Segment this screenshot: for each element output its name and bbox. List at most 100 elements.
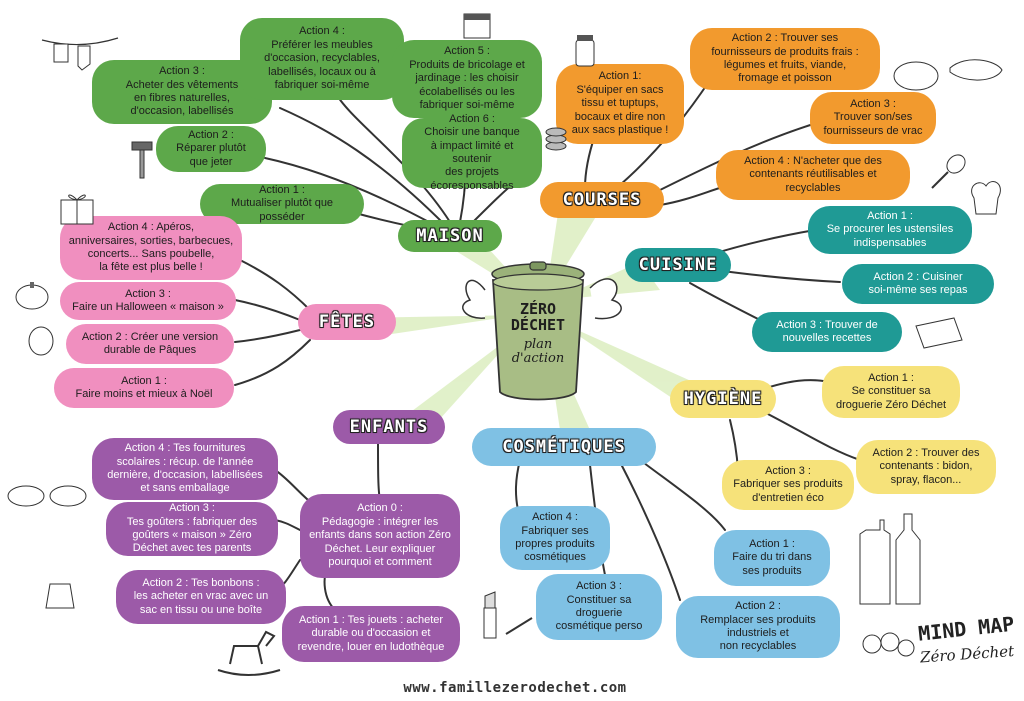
maison-action-4-text: Action 4 : Préférer les meubles d'occasi… [264, 25, 380, 92]
cosmetiques-action-2[interactable]: Action 2 : Remplacer ses produits indust… [676, 596, 840, 658]
enfants-action-2-text: Action 2 : Tes bonbons : les acheter en … [133, 576, 269, 616]
arm-fetes-3 [234, 299, 301, 321]
arm-fetes-2 [234, 329, 301, 343]
cosmetiques-action-3[interactable]: Action 3 : Constituer sa droguerie cosmé… [536, 574, 662, 640]
website-link[interactable]: www.famillezerodechet.com [403, 680, 627, 696]
center-subtitle: plan d'action [500, 338, 576, 365]
category-hygiene-label: HYGIÈNE [683, 389, 763, 409]
center-title-line1: ZÉRO [519, 300, 557, 318]
whisk-icon [931, 154, 966, 189]
clothesline-icon [41, 37, 119, 71]
pumpkin-icon [15, 282, 49, 310]
fetes-action-2[interactable]: Action 2 : Créer une version durable de … [66, 324, 234, 364]
enfants-action-4[interactable]: Action 4 : Tes fournitures scolaires : r… [92, 438, 278, 500]
hygiene-action-3-text: Action 3 : Fabriquer ses produits d'entr… [733, 464, 843, 504]
center-title-line2: DÉCHET [510, 315, 566, 334]
category-cosmetiques[interactable]: COSMÉTIQUES [472, 428, 656, 466]
gift-icon [60, 194, 94, 225]
fetes-action-2-text: Action 2 : Créer une version durable de … [81, 330, 219, 356]
cosmetiques-action-1[interactable]: Action 1 : Faire du tri dans ses produit… [714, 530, 830, 586]
fetes-action-1[interactable]: Action 1 : Faire moins et mieux à Noël [54, 368, 234, 408]
lipstick-icon [483, 591, 533, 639]
cosmetiques-action-1-text: Action 1 : Faire du tri dans ses produit… [732, 537, 812, 577]
courses-action-3-text: Action 3 : Trouver son/ses fournisseurs … [823, 97, 923, 137]
fetes-action-4-text: Action 4 : Apéros, anniversaires, sortie… [68, 221, 234, 274]
candy-bag-icon [45, 583, 75, 609]
fetes-action-4[interactable]: Action 4 : Apéros, anniversaires, sortie… [60, 216, 242, 280]
maison-action-1-text: Action 1 : Mutualiser plutôt que posséde… [230, 183, 334, 223]
trash-can-illustration [462, 261, 622, 401]
cookies-icon [7, 485, 87, 507]
fetes-action-3[interactable]: Action 3 : Faire un Halloween « maison » [60, 282, 236, 320]
maison-action-4[interactable]: Action 4 : Préférer les meubles d'occasi… [240, 18, 404, 100]
cuisine-action-1[interactable]: Action 1 : Se procurer les ustensiles in… [808, 206, 972, 254]
enfants-action-3[interactable]: Action 3 : Tes goûters : fabriquer des g… [106, 502, 278, 556]
hygiene-action-2[interactable]: Action 2 : Trouver des contenants : bido… [856, 440, 996, 494]
courses-action-2[interactable]: Action 2 : Trouver ses fournisseurs de p… [690, 28, 880, 90]
enfants-action-1[interactable]: Action 1 : Tes jouets : acheter durable … [282, 606, 460, 662]
enfants-action-4-text: Action 4 : Tes fournitures scolaires : r… [107, 442, 263, 495]
cosmetiques-action-4[interactable]: Action 4 : Fabriquer ses propres produit… [500, 506, 610, 570]
category-hygiene[interactable]: HYGIÈNE [670, 380, 776, 418]
maison-action-6-text: Action 6 : Choisir une banque à impact l… [424, 112, 520, 192]
hygiene-action-2-text: Action 2 : Trouver des contenants : bido… [872, 446, 980, 486]
center-title: ZÉRO DÉCHET [500, 300, 576, 334]
fresh-food-icon [893, 59, 1003, 91]
hygiene-action-1[interactable]: Action 1 : Se constituer sa droguerie Zé… [822, 366, 960, 418]
arm-cosmetiques-4 [514, 459, 521, 511]
cuisine-action-2[interactable]: Action 2 : Cuisiner soi-même ses repas [842, 264, 994, 304]
coins-icon [545, 127, 567, 151]
paint-pot-icon [463, 13, 491, 39]
center-subtitle-line1: plan [523, 337, 553, 352]
jar-icon [575, 35, 595, 67]
bottles-icon [859, 513, 921, 605]
courses-action-3[interactable]: Action 3 : Trouver son/ses fournisseurs … [810, 92, 936, 144]
courses-action-4[interactable]: Action 4 : N'acheter que des contenants … [716, 150, 910, 200]
maison-action-2[interactable]: Action 2 : Réparer plutôt que jeter [156, 126, 266, 172]
courses-action-1-text: Action 1: S'équiper en sacs tissu et tup… [571, 70, 669, 137]
category-fetes-label: FÊTES [318, 312, 376, 332]
category-maison[interactable]: MAISON [398, 220, 502, 252]
center-subtitle-line2: d'action [511, 350, 565, 366]
right-wing-icon [589, 278, 622, 320]
hygiene-action-3[interactable]: Action 3 : Fabriquer ses produits d'entr… [722, 460, 854, 510]
cosmetiques-action-2-text: Action 2 : Remplacer ses produits indust… [700, 600, 816, 653]
category-cosmetiques-label: COSMÉTIQUES [502, 437, 626, 457]
category-enfants-label: ENFANTS [349, 417, 429, 437]
arm-cosmetiques-2 [619, 461, 681, 601]
courses-action-1[interactable]: Action 1: S'équiper en sacs tissu et tup… [556, 64, 684, 144]
enfants-action-1-text: Action 1 : Tes jouets : acheter durable … [297, 613, 445, 653]
arm-hygiene-2 [759, 409, 861, 461]
enfants-action-2[interactable]: Action 2 : Tes bonbons : les acheter en … [116, 570, 286, 624]
category-maison-label: MAISON [416, 226, 484, 246]
enfants-action-0-text: Action 0 : Pédagogie : intégrer les enfa… [309, 502, 451, 569]
branch-arms [234, 79, 861, 611]
arm-maison-4 [334, 91, 451, 223]
cuisine-action-2-text: Action 2 : Cuisiner soi-même ses repas [868, 270, 968, 296]
enfants-action-0[interactable]: Action 0 : Pédagogie : intégrer les enfa… [300, 494, 460, 578]
family-icon [862, 632, 915, 657]
category-cuisine-label: CUISINE [638, 255, 718, 275]
cosmetiques-action-4-text: Action 4 : Fabriquer ses propres produit… [515, 511, 595, 564]
category-fetes[interactable]: FÊTES [298, 304, 396, 340]
fetes-action-1-text: Action 1 : Faire moins et mieux à Noël [75, 374, 213, 400]
maison-action-2-text: Action 2 : Réparer plutôt que jeter [176, 128, 246, 168]
courses-action-4-text: Action 4 : N'acheter que des contenants … [744, 154, 882, 194]
rocking-horse-icon [217, 630, 281, 676]
maison-action-5[interactable]: Action 5 : Produits de bricolage et jard… [392, 40, 542, 118]
hygiene-action-1-text: Action 1 : Se constituer sa droguerie Zé… [835, 371, 947, 411]
arm-cuisine-2 [714, 269, 841, 283]
cosmetiques-action-3-text: Action 3 : Constituer sa droguerie cosmé… [555, 580, 643, 633]
maison-action-6[interactable]: Action 6 : Choisir une banque à impact l… [402, 113, 542, 192]
easter-egg-icon [28, 326, 54, 356]
category-cuisine[interactable]: CUISINE [625, 248, 731, 282]
hammer-icon [131, 141, 153, 179]
cuisine-action-3[interactable]: Action 3 : Trouver de nouvelles recettes [752, 312, 902, 352]
category-courses[interactable]: COURSES [540, 182, 664, 218]
category-enfants[interactable]: ENFANTS [333, 410, 445, 444]
arm-maison-3 [279, 107, 446, 226]
left-wing-icon [462, 279, 486, 319]
enfants-action-3-text: Action 3 : Tes goûters : fabriquer des g… [126, 502, 258, 555]
